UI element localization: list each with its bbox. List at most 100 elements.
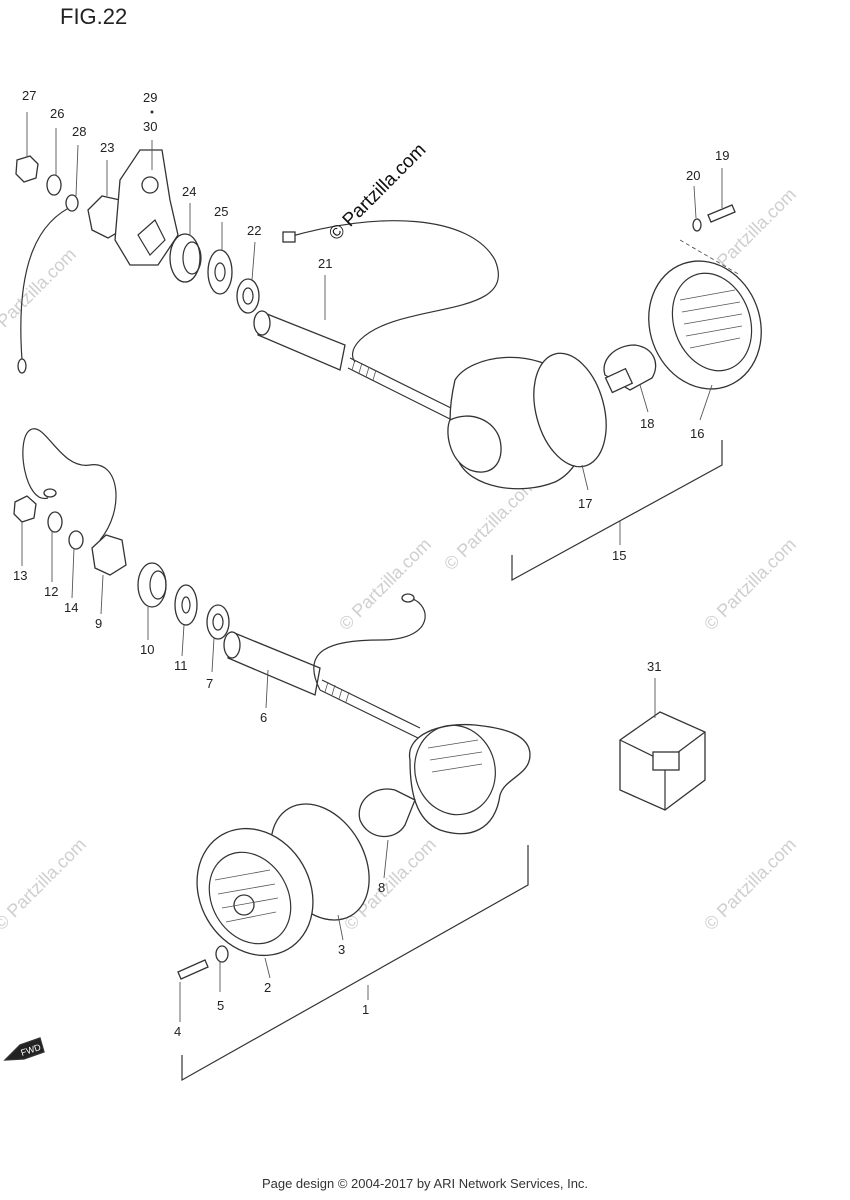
lug-14: [68, 530, 84, 550]
rod-thread: [351, 359, 377, 381]
lens-2-center: [233, 894, 255, 916]
relay-31-connector: [652, 751, 680, 771]
page-footer: Page design © 2004-2017 by ARI Network S…: [261, 1176, 589, 1191]
wire-connector: [282, 231, 296, 243]
fwd-arrow-icon: [3, 1037, 45, 1061]
callout-dot: [150, 110, 154, 114]
lead-17: [581, 464, 589, 491]
lens-housing-lower: [409, 723, 531, 835]
callout-21: 21: [318, 256, 332, 271]
callout-13: 13: [13, 568, 27, 583]
lead-16: [699, 384, 713, 421]
callout-8: 8: [378, 880, 385, 895]
nut-27: [15, 155, 39, 183]
callout-27: 27: [22, 88, 36, 103]
callout-18: 18: [640, 416, 654, 431]
washer-11-hole: [181, 596, 191, 614]
bulb-base: [604, 367, 634, 394]
lead-22: [251, 241, 256, 281]
washer-11: [174, 584, 198, 626]
screw-19: [707, 204, 736, 223]
callout-6: 6: [260, 710, 267, 725]
lead-14: [71, 547, 75, 599]
callout-12: 12: [44, 584, 58, 599]
lens-2-inner: [208, 851, 292, 945]
stem-21: [257, 311, 346, 371]
callout-29: 29: [143, 90, 157, 105]
callout-22: 22: [247, 223, 261, 238]
callout-16: 16: [690, 426, 704, 441]
bracket-window: [137, 219, 166, 256]
grommet-10-inner: [149, 570, 167, 600]
callout-4: 4: [174, 1024, 181, 1039]
callout-26: 26: [50, 106, 64, 121]
callout-19: 19: [715, 148, 729, 163]
wire-terminal: [17, 358, 27, 374]
stem-6: [227, 631, 321, 696]
bulb-8: [358, 788, 416, 838]
stem-21-end: [253, 310, 271, 336]
screw-line: [679, 239, 741, 276]
stem-6-end: [223, 631, 241, 659]
callout-7: 7: [206, 676, 213, 691]
washer-25: [207, 249, 233, 295]
washer-26: [46, 174, 62, 196]
lens-16-pattern: [679, 289, 743, 349]
lead-6: [265, 669, 269, 709]
washer-12: [47, 511, 63, 533]
lead-9: [100, 574, 104, 615]
callout-1: 1: [362, 1002, 369, 1017]
lower-wire-arch: [313, 597, 426, 691]
callout-15: 15: [612, 548, 626, 563]
callout-17: 17: [578, 496, 592, 511]
washer-7-hole: [212, 613, 224, 631]
callout-30: 30: [143, 119, 157, 134]
callout-20: 20: [686, 168, 700, 183]
rod-6: [319, 679, 421, 739]
lead-8: [383, 839, 389, 879]
rod-21: [347, 357, 456, 421]
figure-title: FIG.22: [60, 4, 128, 29]
callout-3: 3: [338, 942, 345, 957]
wire-terminal-lower: [43, 488, 57, 498]
lens-2: [196, 827, 314, 957]
upper-wire-arch: [284, 220, 499, 363]
callout-2: 2: [264, 980, 271, 995]
lead-7: [211, 637, 215, 673]
lead-11: [181, 624, 185, 657]
wire-terminal-lower-2: [401, 593, 415, 603]
callout-31: 31: [647, 659, 661, 674]
grommet-10: [137, 562, 167, 608]
callout-23: 23: [100, 140, 114, 155]
bracket-hole: [141, 176, 159, 194]
lens-16-inner: [671, 272, 753, 372]
callout-11: 11: [174, 658, 188, 673]
callout-9: 9: [95, 616, 102, 631]
lower-wire-left: [22, 428, 117, 541]
lens-2-pattern: [214, 869, 279, 923]
grommet-inner: [182, 241, 202, 275]
gasket-17: [533, 352, 607, 468]
washer-22-hole: [242, 287, 254, 305]
housing-lower-pattern: [427, 739, 483, 773]
housing-lower-inner: [414, 724, 496, 816]
lead-3: [337, 914, 344, 941]
washer-20: [692, 218, 702, 232]
bracket-1: [181, 845, 529, 1082]
washer-25-hole: [214, 262, 226, 282]
upper-wire-left: [20, 204, 76, 361]
lead-28: [75, 144, 79, 197]
bracket-15: [511, 440, 723, 582]
washer-5: [215, 945, 229, 963]
lug-28: [65, 194, 79, 212]
housing-neck: [447, 415, 502, 473]
callout-28: 28: [72, 124, 86, 139]
lead-18: [639, 384, 649, 413]
callout-5: 5: [217, 998, 224, 1013]
washer-22: [236, 278, 260, 314]
lens-16: [648, 260, 762, 390]
washer-7: [206, 604, 230, 640]
grommet-24: [169, 233, 201, 283]
